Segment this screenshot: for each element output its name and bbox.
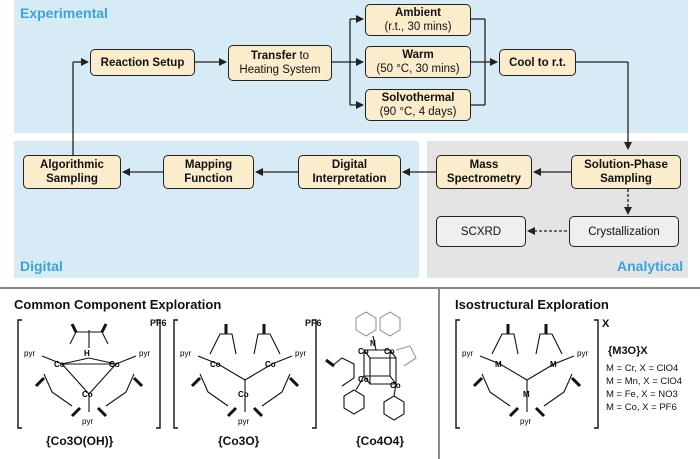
mol1-pyr-left: pyr — [24, 349, 35, 358]
column-divider — [438, 289, 440, 459]
ambient-box: Ambient (r.t., 30 mins) — [365, 4, 471, 36]
section-divider — [0, 287, 700, 289]
transfer-box: Transfer to Heating System — [228, 45, 332, 81]
mapping-function-box: Mapping Function — [163, 155, 254, 189]
scxrd-box: SCXRD — [436, 216, 526, 247]
mapping-l2: Function — [184, 173, 233, 185]
transfer-bold: Transfer — [250, 50, 297, 62]
algo-l2: Sampling — [46, 173, 98, 185]
mol1-co-bottom: Co — [82, 390, 93, 399]
iso-note-co: M = Co, X = PF6 — [606, 402, 677, 413]
mol3-co-4: Co — [390, 381, 401, 390]
cool-box: Cool to r.t. — [499, 49, 576, 76]
solution-l2: Sampling — [600, 173, 652, 185]
mass-l1: Mass — [469, 159, 499, 171]
co4o4-structure: N Co Co Co Co — [325, 311, 417, 421]
iso-note-fe: M = Fe, X = NO3 — [606, 389, 678, 400]
common-component-title: Common Component Exploration — [14, 297, 222, 312]
mol2-pyr-right: pyr — [295, 349, 306, 358]
solvothermal-sub: (90 °C, 4 days) — [379, 106, 457, 118]
mol3-co-1: Co — [358, 347, 369, 356]
algo-l1: Algorithmic — [40, 159, 104, 171]
mol1-pyr-right: pyr — [139, 349, 150, 358]
transfer-line2: Heating System — [239, 64, 321, 76]
solvothermal-box: Solvothermal (90 °C, 4 days) — [365, 89, 471, 121]
reaction-setup-box: Reaction Setup — [90, 49, 195, 76]
mol3-n: N — [370, 339, 376, 348]
crystallization-box: Crystallization — [569, 216, 679, 247]
mol1-co-right: Co — [109, 360, 120, 369]
mol3-co-2: Co — [384, 347, 395, 356]
transfer-rest: to — [296, 50, 310, 62]
mol1-h: H — [84, 349, 90, 358]
mass-l2: Spectrometry — [446, 173, 522, 185]
digital-l1: Digital — [331, 159, 368, 171]
iso-pyr-left: pyr — [462, 349, 473, 358]
warm-title: Warm — [402, 49, 434, 61]
iso-m-right: M — [550, 360, 557, 369]
mol2-label: {Co3O} — [218, 434, 260, 448]
warm-box: Warm (50 °C, 30 mins) — [365, 46, 471, 78]
algorithmic-sampling-box: Algorithmic Sampling — [23, 155, 121, 189]
mol3-co-3: Co — [358, 375, 369, 384]
ambient-title: Ambient — [395, 7, 441, 19]
workflow-arrows — [72, 15, 632, 235]
mol3-label: {Co4O4} — [356, 434, 405, 448]
mol2-counterion: PF6 — [305, 318, 322, 328]
analytical-label: Analytical — [617, 258, 684, 274]
mol1-counterion: PF6 — [150, 318, 167, 328]
mol1-pyr-bottom: pyr — [82, 417, 93, 426]
mol2-pyr-bottom: pyr — [238, 417, 249, 426]
digital-label: Digital — [20, 258, 63, 274]
mass-spec-box: Mass Spectrometry — [436, 155, 532, 189]
iso-m-bottom: M — [523, 390, 530, 399]
mol2-co-bottom: Co — [238, 390, 249, 399]
mol2-co-left: Co — [210, 360, 221, 369]
mol1-label: {Co3O(OH)} — [46, 434, 114, 448]
iso-pyr-right: pyr — [577, 349, 588, 358]
iso-m-left: M — [495, 360, 502, 369]
co3o-oh-structure: H Co Co Co pyr pyr pyr — [17, 319, 161, 429]
iso-pyr-bottom: pyr — [520, 417, 531, 426]
m3ox-title: {M3O}X — [608, 345, 648, 357]
mapping-l1: Mapping — [184, 159, 233, 171]
experimental-label: Experimental — [20, 5, 108, 21]
m3o-structure: M M M pyr pyr pyr — [455, 319, 599, 429]
solvothermal-title: Solvothermal — [381, 92, 455, 104]
co3o-structure: Co Co Co pyr pyr pyr — [173, 319, 317, 429]
solution-l1: Solution-Phase — [584, 159, 668, 171]
warm-sub: (50 °C, 30 mins) — [376, 63, 460, 75]
iso-counterion: X — [602, 318, 610, 330]
solution-phase-box: Solution-Phase Sampling — [571, 155, 681, 189]
isostructural-title: Isostructural Exploration — [455, 297, 609, 312]
digital-l2: Interpretation — [312, 173, 387, 185]
iso-note-cr: M = Cr, X = ClO4 — [606, 363, 679, 374]
iso-note-mn: M = Mn, X = ClO4 — [606, 376, 683, 387]
mol2-pyr-left: pyr — [180, 349, 191, 358]
digital-interpretation-box: Digital Interpretation — [298, 155, 401, 189]
ambient-sub: (r.t., 30 mins) — [384, 21, 452, 33]
mol2-co-right: Co — [265, 360, 276, 369]
mol1-co-left: Co — [54, 360, 65, 369]
